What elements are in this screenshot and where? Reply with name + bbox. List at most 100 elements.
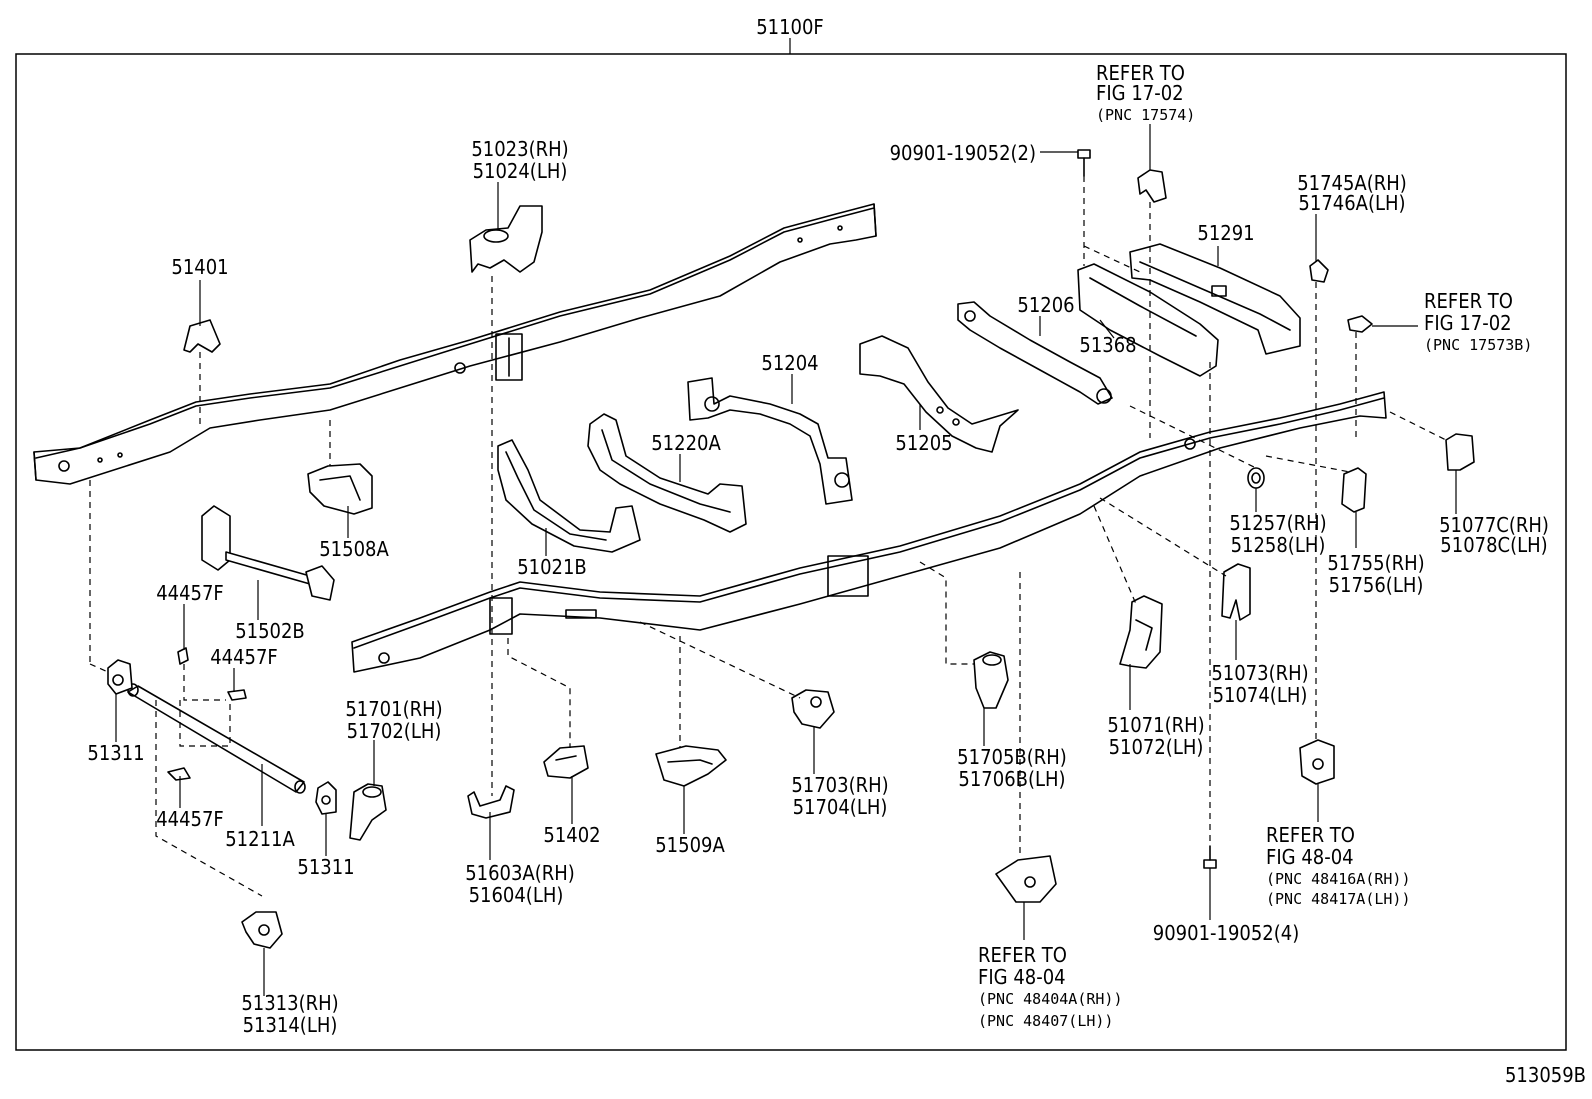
- label-ref1-c: (PNC 17574): [1096, 106, 1195, 124]
- part-51509a: [655, 745, 727, 787]
- label-51071: 51071(RH): [1107, 713, 1204, 737]
- part-51745a: [1309, 259, 1329, 283]
- part-51705b: [973, 651, 1009, 709]
- label-51205: 51205: [895, 431, 952, 455]
- part-51205: [859, 335, 1019, 453]
- label-51311-b: 51311: [297, 855, 354, 879]
- part-51257: [1247, 467, 1265, 489]
- label-ref4-b: FIG 48-04: [978, 965, 1066, 989]
- part-ref-17573b: [1347, 315, 1373, 333]
- label-bolt-top: 90901-19052(2): [890, 141, 1036, 165]
- part-51701: [349, 783, 387, 841]
- label-bolt-bottom: 90901-19052(4): [1153, 921, 1299, 945]
- part-ref-48416a: [1299, 739, 1335, 785]
- label-51204: 51204: [761, 351, 818, 375]
- label-44457f-c: 44457F: [156, 807, 224, 831]
- label-51206: 51206: [1017, 293, 1074, 317]
- label-51401: 51401: [171, 255, 228, 279]
- part-51401: [183, 319, 221, 353]
- label-51258: 51258(LH): [1231, 533, 1326, 557]
- part-ref-48404a: [995, 855, 1057, 903]
- label-51509a: 51509A: [655, 833, 725, 857]
- part-51206: [957, 301, 1113, 405]
- part-51291: [1129, 243, 1301, 355]
- label-ref4-a: REFER TO: [978, 943, 1067, 967]
- label-51311-a: 51311: [87, 741, 144, 765]
- bolt-bottom: [1203, 845, 1217, 869]
- label-51703: 51703(RH): [791, 773, 888, 797]
- label-51704: 51704(LH): [793, 795, 888, 819]
- label-51604: 51604(LH): [469, 883, 564, 907]
- part-51508a: [307, 463, 373, 515]
- diagram-border: [15, 53, 1567, 1051]
- label-51314: 51314(LH): [243, 1013, 338, 1037]
- label-51702: 51702(LH): [347, 719, 442, 743]
- part-51603a: [467, 785, 515, 819]
- label-ref4-d: (PNC 48407(LH)): [978, 1012, 1113, 1030]
- label-51021b: 51021B: [517, 555, 587, 579]
- part-51211a: [127, 683, 306, 794]
- label-ref1-a: REFER TO: [1096, 61, 1185, 85]
- label-ref3-c: (PNC 48416A(RH)): [1266, 870, 1411, 888]
- label-51074: 51074(LH): [1213, 683, 1308, 707]
- label-51603a: 51603A(RH): [465, 861, 575, 885]
- part-51368: [1077, 263, 1219, 377]
- label-ref3-b: FIG 48-04: [1266, 845, 1354, 869]
- part-51220a: [587, 413, 747, 533]
- part-51502b: [201, 505, 335, 601]
- label-ref2-c: (PNC 17573B): [1424, 336, 1532, 354]
- label-51077c: 51077C(RH): [1439, 513, 1549, 537]
- label-51220a: 51220A: [651, 431, 721, 455]
- label-51072: 51072(LH): [1109, 735, 1204, 759]
- label-51755: 51755(RH): [1327, 551, 1424, 575]
- label-51211a: 51211A: [225, 827, 295, 851]
- part-ref-17574: [1137, 169, 1167, 203]
- labels: 51100F 51023(RH) 51024(LH) 51401 51508A …: [87, 15, 1586, 1087]
- label-51701: 51701(RH): [345, 697, 442, 721]
- label-51502b: 51502B: [235, 619, 305, 643]
- part-51071: [1119, 595, 1163, 669]
- part-51755: [1341, 467, 1367, 513]
- label-51313: 51313(RH): [241, 991, 338, 1015]
- leader-lines: [115, 124, 1457, 996]
- part-51313: [241, 911, 283, 949]
- label-51257: 51257(RH): [1229, 511, 1326, 535]
- label-51746a: 51746A(LH): [1298, 191, 1405, 215]
- part-51023: [469, 205, 543, 273]
- part-51402: [543, 745, 589, 779]
- label-51023: 51023(RH): [471, 137, 568, 161]
- label-51756: 51756(LH): [1329, 573, 1424, 597]
- label-51368: 51368: [1079, 333, 1136, 357]
- part-51073: [1221, 563, 1251, 621]
- label-51073: 51073(RH): [1211, 661, 1308, 685]
- part-51703: [791, 689, 835, 729]
- part-51077c: [1445, 433, 1475, 471]
- label-51745a: 51745A(RH): [1297, 171, 1407, 195]
- label-ref4-c: (PNC 48404A(RH)): [978, 990, 1123, 1008]
- part-51311: [107, 659, 337, 815]
- label-51078c: 51078C(LH): [1440, 533, 1547, 557]
- part-44457f: [167, 647, 247, 781]
- label-ref2-b: FIG 17-02: [1424, 311, 1512, 335]
- part-51204: [687, 377, 853, 505]
- label-ref3-a: REFER TO: [1266, 823, 1355, 847]
- label-ref3-d: (PNC 48417A(LH)): [1266, 890, 1411, 908]
- part-51021b: [497, 439, 641, 553]
- label-51024: 51024(LH): [473, 159, 568, 183]
- left-frame-rail: [33, 203, 877, 485]
- label-ref2-a: REFER TO: [1424, 289, 1513, 313]
- label-51705b: 51705B(RH): [957, 745, 1067, 769]
- label-51402: 51402: [543, 823, 600, 847]
- label-51291: 51291: [1197, 221, 1254, 245]
- right-frame-rail: [351, 391, 1387, 673]
- title-part-number: 51100F: [756, 15, 824, 39]
- label-ref1-b: FIG 17-02: [1096, 81, 1184, 105]
- label-51706b: 51706B(LH): [958, 767, 1065, 791]
- guide-lines: [89, 176, 1447, 897]
- bolt-top: [1077, 149, 1091, 177]
- label-51508a: 51508A: [319, 537, 389, 561]
- label-44457f-b: 44457F: [210, 645, 278, 669]
- label-44457f-a: 44457F: [156, 581, 224, 605]
- figure-code: 513059B: [1505, 1063, 1586, 1087]
